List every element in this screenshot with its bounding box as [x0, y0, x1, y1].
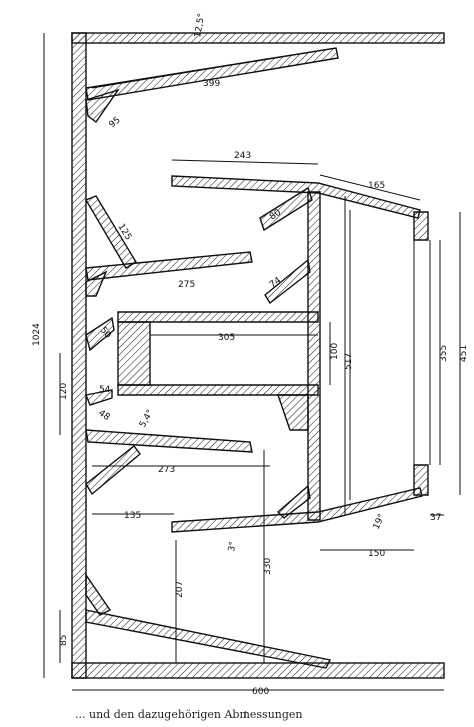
- dim-lower-angle2: 19°: [372, 513, 388, 532]
- dim-mid-left2: 54: [99, 385, 111, 395]
- dim-upper-board: 275: [178, 280, 195, 290]
- top-brace: [85, 88, 120, 123]
- dim-mid-left: 120: [59, 383, 69, 400]
- mid-strut-upper: [85, 316, 115, 352]
- mid-chamber-top: [117, 311, 319, 323]
- dim-lower-angle3: 3°: [227, 541, 239, 553]
- lower-strut-diagonal: [85, 445, 141, 496]
- dim-top-brace: 95: [108, 115, 123, 130]
- bottom-brace: [85, 572, 112, 616]
- dim-total-height: 1024: [32, 323, 42, 346]
- dim-lower-mouth: 150: [368, 549, 385, 559]
- dim-upper-horn-end: 165: [368, 181, 385, 191]
- dim-total-width: 600: [252, 687, 269, 697]
- baffle-strut-mid-a: [264, 258, 311, 305]
- mouth-lower-board: [413, 464, 429, 496]
- dim-mid-inner: 100: [330, 343, 340, 360]
- baffle-vertical: [307, 191, 321, 521]
- mouth-upper-board: [413, 211, 429, 241]
- dimension-lines: [43, 33, 461, 691]
- upper-strut-diagonal: [84, 195, 137, 269]
- mid-strut-lower: [85, 389, 113, 406]
- baffle-strut-lower: [277, 394, 309, 431]
- dim-bottom-a: 207: [175, 581, 185, 598]
- dim-top-board: 399: [203, 79, 220, 89]
- page-marker: l: [244, 711, 247, 721]
- dim-lower-left: 135: [124, 511, 141, 521]
- upper-strut-short: [85, 270, 108, 297]
- lower-horn-board: [171, 487, 423, 533]
- lower-sloped-board: [85, 429, 253, 453]
- dim-upper-horn: 243: [234, 151, 251, 161]
- dim-lower-angle: 5,4°: [138, 408, 156, 429]
- dim-lower-right: 37: [430, 513, 441, 523]
- dim-mid-width: 305: [218, 333, 235, 343]
- figure-caption: ... und den dazugehörigen Abmessungen: [75, 708, 303, 721]
- top-sloped-board: [85, 47, 339, 101]
- dim-bottom-left: 85: [59, 635, 69, 646]
- upper-horizontal-board: [85, 251, 253, 281]
- dim-right-outer: 451: [459, 345, 469, 362]
- mid-chamber-bottom: [117, 384, 319, 396]
- top-board: [71, 32, 445, 44]
- dim-lower-a: 48: [96, 408, 111, 423]
- bottom-sloped-board: [85, 609, 332, 669]
- dim-lower-board: 273: [158, 465, 175, 475]
- baffle-strut-bottom: [276, 484, 311, 519]
- mid-chamber-left: [117, 321, 151, 386]
- dim-angle-top: 12,5°: [193, 13, 207, 39]
- dim-bottom-b: 330: [263, 558, 273, 575]
- dim-mid-port: 517: [344, 353, 354, 370]
- bottom-board: [71, 662, 445, 679]
- baffle-strut-upper: [259, 186, 313, 232]
- left-wall: [71, 32, 87, 679]
- dim-right-inner: 355: [439, 345, 449, 362]
